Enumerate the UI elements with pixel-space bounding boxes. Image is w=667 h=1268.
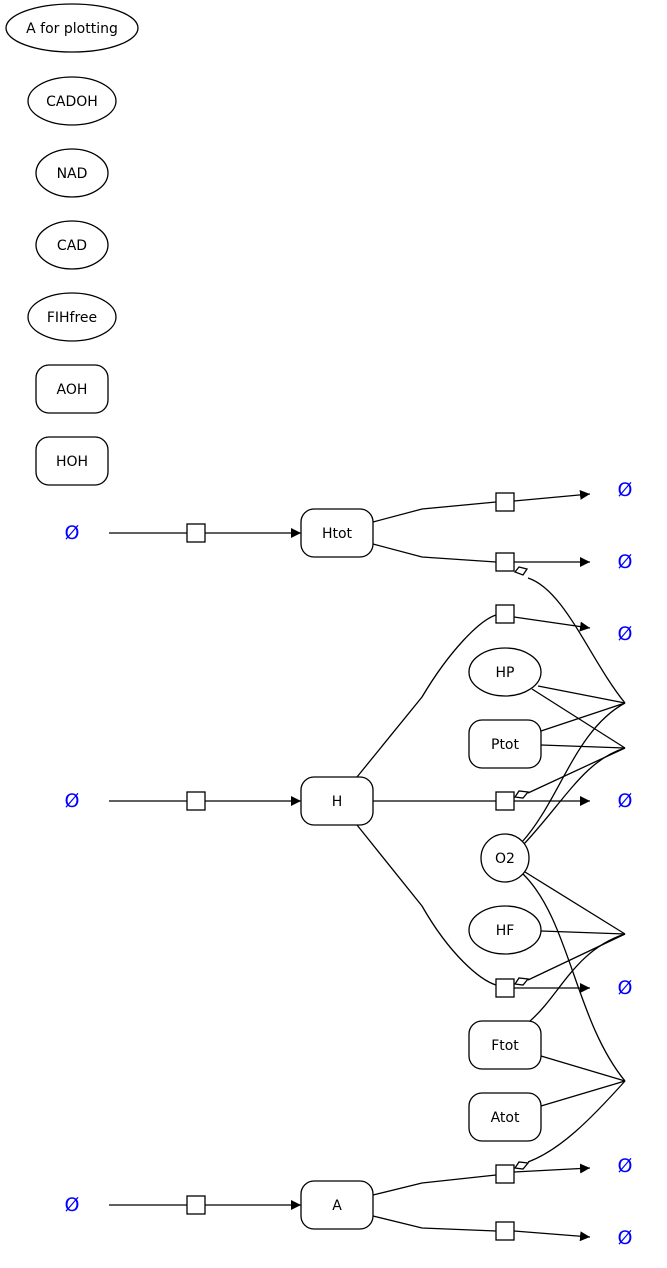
modifier-ftot-junction4 <box>540 1055 626 1082</box>
node-h[interactable]: H <box>300 776 374 826</box>
empty-set-sink-1[interactable]: Ø <box>618 479 633 501</box>
node-hoh[interactable]: HOH <box>35 436 109 486</box>
node-label: HP <box>496 665 515 681</box>
empty-set-source-htot[interactable]: Ø <box>65 522 80 544</box>
node-label: A for plotting <box>26 21 118 37</box>
node-cadoh[interactable]: CADOH <box>27 76 117 126</box>
edge-deg6-to-empty <box>513 1163 591 1174</box>
node-label: A <box>332 1198 342 1214</box>
node-cad[interactable]: CAD <box>35 220 109 270</box>
node-label: Htot <box>322 526 353 542</box>
reaction-a-degradation-1[interactable] <box>495 1164 515 1184</box>
empty-set-sink-5[interactable]: Ø <box>618 977 633 999</box>
node-label: FIHfree <box>47 310 97 326</box>
reaction-nodes <box>186 492 515 1241</box>
node-label: O2 <box>495 851 515 867</box>
edge-deg3-to-empty <box>513 616 591 632</box>
node-hp[interactable]: HP <box>468 647 542 697</box>
modifier-hp-junction2 <box>531 688 626 749</box>
modifier-o2-junction3 <box>524 871 626 935</box>
empty-set-sink-4[interactable]: Ø <box>618 790 633 812</box>
reaction-h-synthesis[interactable] <box>186 791 206 811</box>
empty-set-nodes: Ø Ø Ø Ø Ø Ø Ø Ø Ø Ø <box>65 479 633 1249</box>
modifier-atot-junction4 <box>540 1080 626 1107</box>
node-label: CADOH <box>46 94 98 110</box>
node-atot[interactable]: Atot <box>468 1092 542 1142</box>
modifier-o2-junction4 <box>522 873 626 1082</box>
node-ftot[interactable]: Ftot <box>468 1020 542 1070</box>
node-label: CAD <box>57 238 87 254</box>
species-nodes: A for plotting CADOH NAD CAD FIHfree AOH… <box>5 3 542 1230</box>
reaction-htot-degradation-1[interactable] <box>495 492 515 512</box>
reaction-a-degradation-2[interactable] <box>495 1221 515 1241</box>
node-label: AOH <box>57 382 88 398</box>
node-fihfree[interactable]: FIHfree <box>27 292 117 342</box>
modifier-diamond-deg4 <box>513 790 530 799</box>
node-ptot[interactable]: Ptot <box>468 719 542 769</box>
empty-set-sink-3[interactable]: Ø <box>618 623 633 645</box>
edge-htot-to-deg2 <box>372 543 497 563</box>
modifier-o2-junction1 <box>521 702 626 843</box>
node-label: Atot <box>491 1110 520 1126</box>
empty-set-sink-2[interactable]: Ø <box>618 551 633 573</box>
node-label: HOH <box>56 454 88 470</box>
reaction-h-degradation-3[interactable] <box>495 978 515 998</box>
edge-deg7-to-empty <box>513 1230 591 1242</box>
edge-a-to-deg6 <box>372 1174 497 1196</box>
modifier-ptot-junction1 <box>540 702 626 732</box>
edge-h-to-deg5 <box>356 824 497 986</box>
node-aoh[interactable]: AOH <box>35 364 109 414</box>
reaction-h-degradation-1[interactable] <box>495 604 515 624</box>
node-label: HF <box>496 923 515 939</box>
node-nad[interactable]: NAD <box>35 148 109 198</box>
empty-set-sink-7[interactable]: Ø <box>618 1227 633 1249</box>
node-label: NAD <box>57 166 88 182</box>
node-htot[interactable]: Htot <box>300 508 374 558</box>
empty-set-sink-6[interactable]: Ø <box>618 1155 633 1177</box>
node-a[interactable]: A <box>300 1180 374 1230</box>
reaction-a-synthesis[interactable] <box>186 1195 206 1215</box>
node-label: H <box>332 794 343 810</box>
modifier-diamond-deg5 <box>513 977 530 986</box>
modifier-junction1-deg2 <box>527 577 626 704</box>
modifier-ftot-junction3 <box>529 933 626 1022</box>
reaction-htot-degradation-2[interactable] <box>495 552 515 572</box>
edge-a-to-deg7 <box>372 1215 497 1232</box>
node-label: Ptot <box>491 737 519 753</box>
modifier-diamond-deg6 <box>513 1161 530 1170</box>
modifier-junction4-deg6 <box>527 1080 626 1163</box>
node-hf[interactable]: HF <box>468 905 542 955</box>
modifier-hp-junction1 <box>537 685 626 704</box>
reaction-htot-synthesis[interactable] <box>186 523 206 543</box>
edge-h-to-deg3 <box>356 614 497 778</box>
modifier-hf-junction3 <box>540 930 626 935</box>
node-label: Ftot <box>491 1038 519 1054</box>
node-a-for-plotting[interactable]: A for plotting <box>5 3 139 53</box>
edge-deg1-to-empty <box>513 489 591 502</box>
edge-htot-to-deg1 <box>372 501 497 523</box>
modifier-ptot-junction2 <box>540 744 626 749</box>
empty-set-source-a[interactable]: Ø <box>65 1194 80 1216</box>
modifier-junction2-deg4 <box>527 747 626 794</box>
edges <box>109 489 626 1242</box>
reaction-h-degradation-2[interactable] <box>495 791 515 811</box>
empty-set-source-h[interactable]: Ø <box>65 790 80 812</box>
node-o2[interactable]: O2 <box>480 833 530 883</box>
modifier-junction3-deg5 <box>527 933 626 981</box>
modifier-diamond-deg2 <box>513 566 529 576</box>
